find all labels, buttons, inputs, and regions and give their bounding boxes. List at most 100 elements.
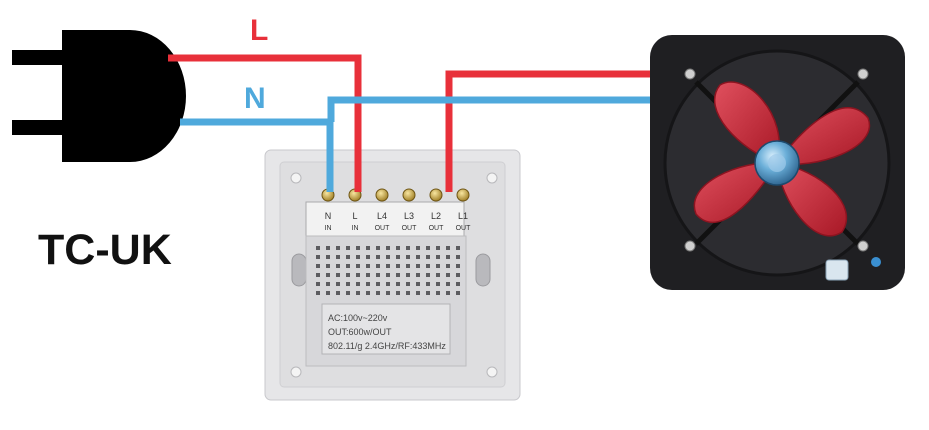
plug-icon	[12, 30, 186, 162]
terminal-screw	[456, 188, 470, 202]
vent-hole	[436, 255, 440, 259]
vent-hole	[426, 264, 430, 268]
vent-hole	[356, 255, 360, 259]
vent-hole	[396, 264, 400, 268]
vent-hole	[336, 282, 340, 286]
terminal-sublabel: IN	[352, 225, 359, 232]
vent-hole	[446, 264, 450, 268]
vent-hole	[336, 255, 340, 259]
vent-hole	[326, 255, 330, 259]
brand-label: TC-UK	[38, 226, 172, 274]
spec-line: AC:100v~220v	[328, 313, 388, 323]
vent-hole	[456, 282, 460, 286]
vent-hole	[376, 282, 380, 286]
terminal-screw	[375, 188, 389, 202]
vent-hole	[406, 282, 410, 286]
terminal-label: L3	[404, 211, 414, 221]
vent-hole	[386, 273, 390, 277]
terminal-sublabel: IN	[325, 225, 332, 232]
vent-hole	[406, 246, 410, 250]
vent-hole	[446, 273, 450, 277]
vent-hole	[446, 255, 450, 259]
terminal-label: L4	[377, 211, 387, 221]
vent-hole	[396, 282, 400, 286]
vent-hole	[406, 264, 410, 268]
vent-hole	[426, 273, 430, 277]
terminal-label: N	[325, 211, 332, 221]
vent-hole	[446, 282, 450, 286]
vent-hole	[366, 291, 370, 295]
vent-hole	[416, 255, 420, 259]
vent-hole	[356, 282, 360, 286]
terminal-screw	[429, 188, 443, 202]
vent-hole	[456, 264, 460, 268]
vent-hole	[326, 273, 330, 277]
terminal-sublabel: OUT	[456, 225, 472, 232]
vent-hole	[316, 264, 320, 268]
vent-hole	[326, 291, 330, 295]
vent-hole	[336, 246, 340, 250]
vent-hole	[376, 273, 380, 277]
vent-hole	[436, 291, 440, 295]
vent-hole	[326, 264, 330, 268]
vent-hole	[436, 282, 440, 286]
vent-hole	[456, 291, 460, 295]
vent-hole	[316, 246, 320, 250]
vent-hole	[446, 246, 450, 250]
spec-line: 802.11/g 2.4GHz/RF:433MHz	[328, 341, 446, 351]
vent-hole	[456, 255, 460, 259]
vent-hole	[456, 246, 460, 250]
vent-hole	[356, 264, 360, 268]
vent-hole	[396, 273, 400, 277]
vent-hole	[326, 246, 330, 250]
vent-hole	[426, 282, 430, 286]
exhaust-fan	[650, 35, 905, 290]
vent-hole	[456, 273, 460, 277]
vent-hole	[346, 291, 350, 295]
terminal-screw	[402, 188, 416, 202]
vent-hole	[416, 282, 420, 286]
vent-hole	[416, 291, 420, 295]
vent-hole	[316, 255, 320, 259]
vent-hole	[386, 282, 390, 286]
terminal-sublabel: OUT	[429, 225, 445, 232]
vent-hole	[416, 246, 420, 250]
vent-hole	[356, 291, 360, 295]
vent-hole	[346, 264, 350, 268]
vent-hole	[376, 264, 380, 268]
vent-hole	[366, 264, 370, 268]
vent-hole	[346, 246, 350, 250]
vent-hole	[446, 291, 450, 295]
vent-hole	[356, 273, 360, 277]
wire-live	[168, 54, 650, 192]
vent-hole	[386, 264, 390, 268]
terminal-sublabel: OUT	[402, 225, 418, 232]
vent-hole	[436, 264, 440, 268]
vent-hole	[406, 255, 410, 259]
vent-hole	[336, 291, 340, 295]
vent-hole	[426, 255, 430, 259]
vent-hole	[366, 246, 370, 250]
vent-hole	[396, 255, 400, 259]
vent-hole	[316, 282, 320, 286]
wire-neutral	[180, 96, 650, 192]
vent-hole	[386, 291, 390, 295]
vent-hole	[426, 291, 430, 295]
vent-hole	[316, 273, 320, 277]
vent-hole	[326, 282, 330, 286]
vent-hole	[426, 246, 430, 250]
vent-hole	[336, 273, 340, 277]
vent-hole	[316, 291, 320, 295]
terminal-sublabel: OUT	[375, 225, 391, 232]
vent-hole	[416, 273, 420, 277]
vent-hole	[356, 246, 360, 250]
vent-hole	[436, 273, 440, 277]
vent-hole	[346, 273, 350, 277]
vent-hole	[346, 282, 350, 286]
vent-hole	[406, 291, 410, 295]
vent-hole	[366, 255, 370, 259]
terminal-label: L2	[431, 211, 441, 221]
vent-hole	[336, 264, 340, 268]
